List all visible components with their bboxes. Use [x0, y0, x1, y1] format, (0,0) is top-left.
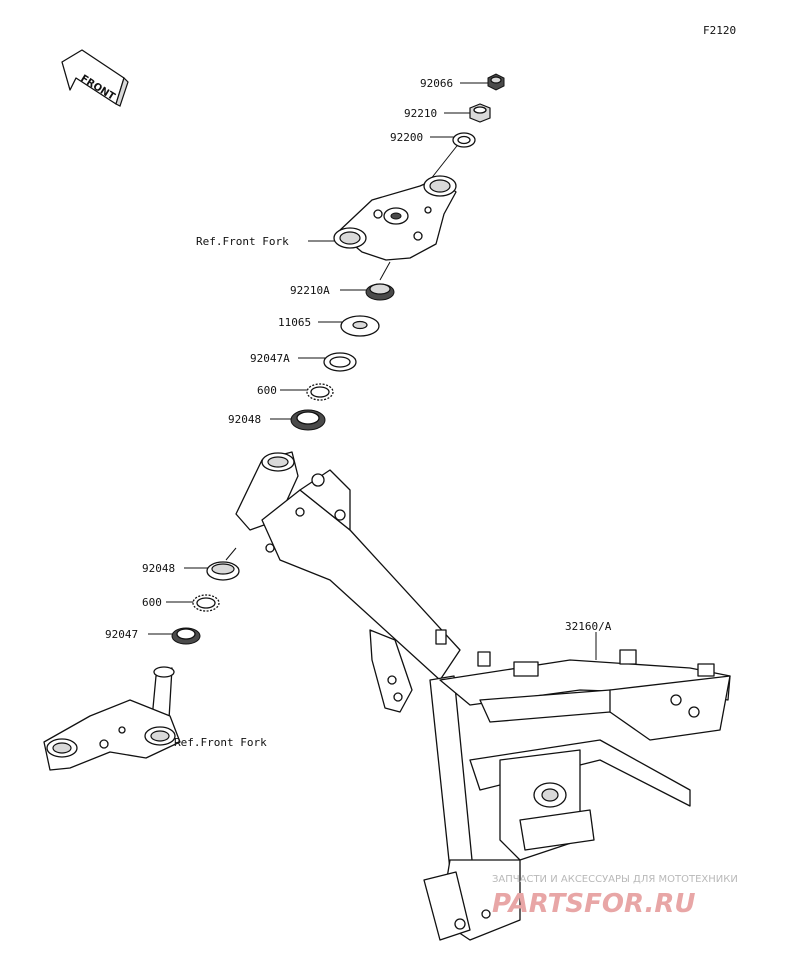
watermark-logo: PARTSFOR.RU: [492, 889, 695, 919]
figure-code: F2120: [703, 24, 736, 37]
part-92210A-nut: [365, 283, 395, 301]
label-600-bottom: 600: [142, 596, 162, 609]
part-92066-nut: [487, 73, 505, 91]
label-600-top: 600: [257, 384, 277, 397]
part-92047A-race: [323, 352, 357, 372]
label-92047A: 92047A: [250, 352, 290, 365]
label-92200: 92200: [390, 131, 423, 144]
part-labels: 92066 92210 92200 Ref.Front Fork 92210A …: [105, 77, 612, 749]
leader-lines: [146, 82, 597, 743]
label-92047: 92047: [105, 628, 138, 641]
part-600-bearing-bottom: [192, 594, 220, 612]
part-92048-race-bottom: [206, 561, 240, 581]
label-ref-front-fork-top: Ref.Front Fork: [196, 235, 289, 248]
label-ref-front-fork-bottom: Ref.Front Fork: [174, 736, 267, 749]
lower-triple-clamp: [43, 666, 181, 771]
watermark: ЗАПЧАСТИ И АКСЕССУАРЫ ДЛЯ МОТОТЕХНИКИ PA…: [492, 874, 738, 919]
part-600-bearing-top: [306, 383, 334, 401]
label-92048-top: 92048: [228, 413, 261, 426]
part-92210-nut: [469, 103, 491, 123]
label-92048-bottom: 92048: [142, 562, 175, 575]
frame-32160: [235, 451, 731, 941]
upper-triple-clamp: [333, 175, 457, 261]
label-11065: 11065: [278, 316, 311, 329]
label-92210A: 92210A: [290, 284, 330, 297]
part-92048-race-top: [290, 409, 326, 431]
part-92200-washer: [452, 132, 476, 148]
front-arrow-badge: FRONT: [61, 49, 129, 107]
label-92066: 92066: [420, 77, 453, 90]
label-92210: 92210: [404, 107, 437, 120]
watermark-tagline: ЗАПЧАСТИ И АКСЕССУАРЫ ДЛЯ МОТОТЕХНИКИ: [492, 874, 738, 885]
part-92047-race: [171, 627, 201, 645]
part-11065-cap: [340, 315, 380, 337]
label-32160: 32160/A: [565, 620, 612, 633]
